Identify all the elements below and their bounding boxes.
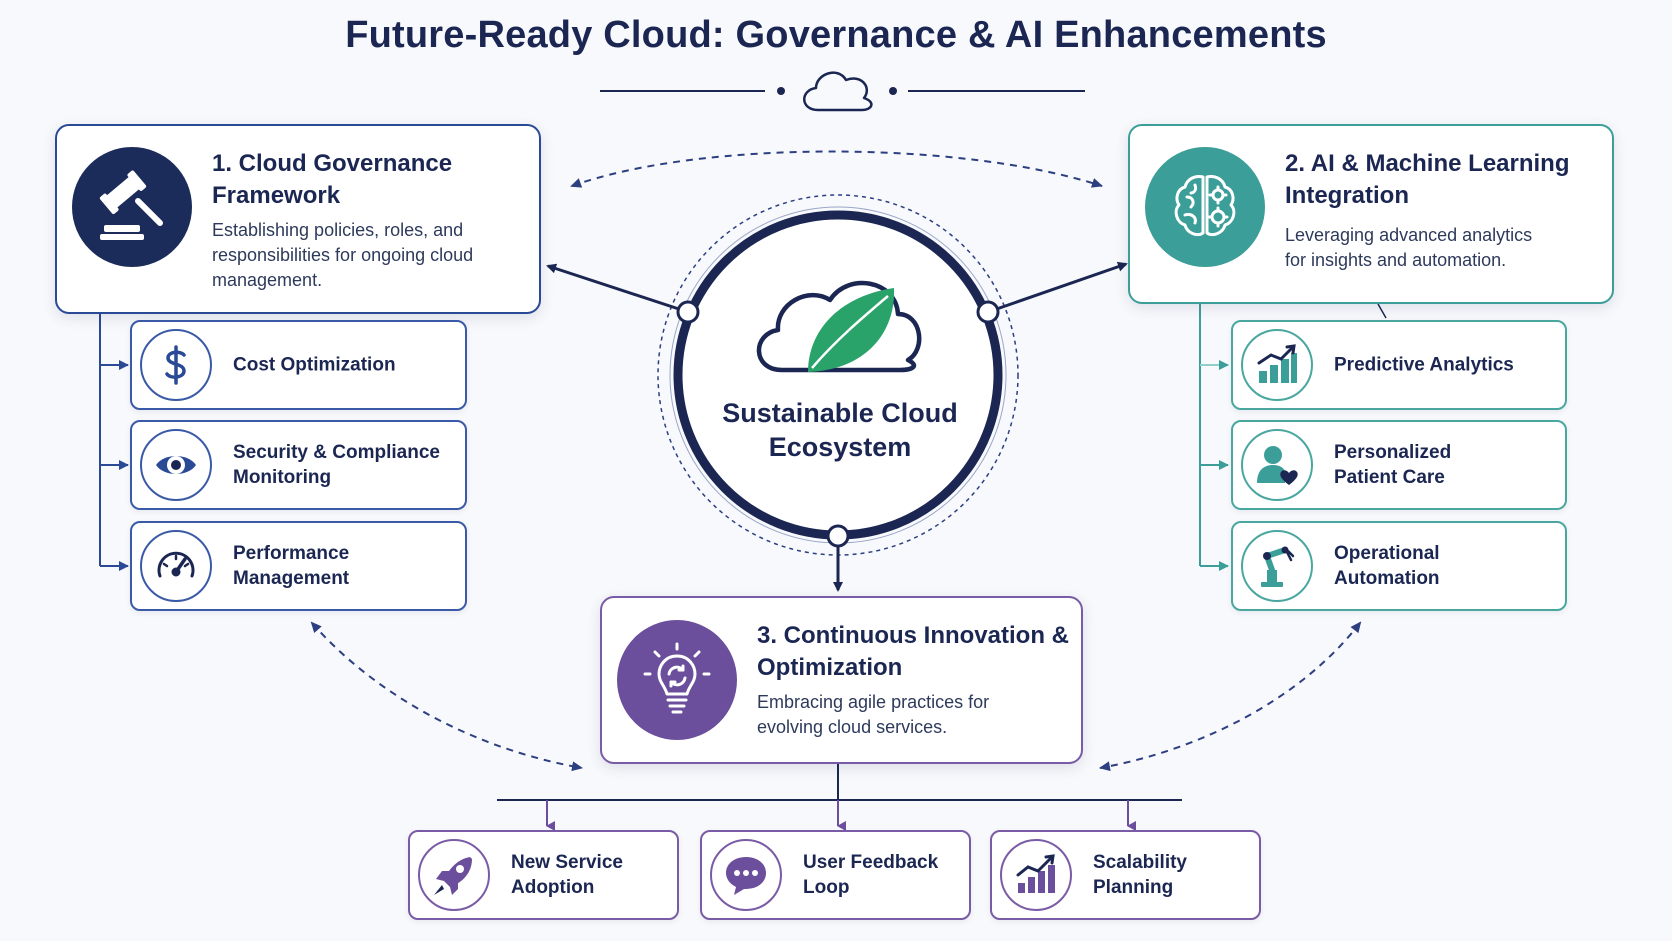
center-node-bottom xyxy=(826,524,850,548)
brain-gears-icon xyxy=(1145,147,1265,267)
center-node-right xyxy=(976,300,1000,324)
growth-chart-icon xyxy=(1000,839,1072,911)
center-cloud-leaf-icon xyxy=(756,280,922,373)
user-feedback-loop-card[interactable]: User Feedback Loop xyxy=(700,830,971,920)
operational-automation-card[interactable]: Operational Automation xyxy=(1231,521,1567,611)
gavel-icon xyxy=(72,147,192,267)
gov-ai-dashed-arrow xyxy=(570,150,1103,188)
gov-inno-dashed-arrow xyxy=(310,621,583,772)
user-feedback-loop-label: User Feedback Loop xyxy=(803,852,939,898)
ai-card: 2. AI & Machine Learning Integration Lev… xyxy=(1128,124,1614,304)
center-ring xyxy=(657,194,1019,556)
performance-management-label: Performance Management xyxy=(233,543,350,589)
personalized-patient-care-card[interactable]: Personalized Patient Care xyxy=(1231,420,1567,510)
governance-card: 1. Cloud Governance Framework Establishi… xyxy=(55,124,541,314)
center-node-left xyxy=(676,300,700,324)
lightbulb-icon xyxy=(617,620,737,740)
rocket-icon xyxy=(418,839,490,911)
security-compliance-card[interactable]: Security & Compliance Monitoring xyxy=(130,420,467,510)
page-title: Future-Ready Cloud: Governance & AI Enha… xyxy=(345,14,1327,56)
center-to-ai-arrow xyxy=(986,261,1128,315)
ai-title: 2. AI & Machine Learning Integration xyxy=(1285,150,1570,209)
cost-optimization-label: Cost Optimization xyxy=(233,354,396,376)
scalability-planning-label: Scalability Planning xyxy=(1093,852,1187,898)
gov-tree-connector xyxy=(99,310,129,571)
robot-arm-icon xyxy=(1241,530,1313,602)
chat-bubble-icon xyxy=(710,839,782,911)
innovation-card: 3. Continuous Innovation & Optimization … xyxy=(600,596,1083,764)
governance-description: Establishing policies, roles, and respon… xyxy=(212,220,474,290)
innovation-title: 3. Continuous Innovation & Optimization xyxy=(757,622,1069,681)
title-divider xyxy=(600,71,1085,112)
eye-icon xyxy=(140,429,212,501)
new-service-adoption-label: New Service Adoption xyxy=(511,852,623,898)
operational-automation-label: Operational Automation xyxy=(1334,543,1440,589)
performance-management-card[interactable]: Performance Management xyxy=(130,521,467,611)
dollar-icon xyxy=(140,329,212,401)
innovation-description: Embracing agile practices for evolving c… xyxy=(757,692,990,737)
predictive-analytics-card[interactable]: Predictive Analytics xyxy=(1231,320,1567,410)
center-label: Sustainable Cloud Ecosystem xyxy=(722,398,958,462)
inno-tree-connector xyxy=(497,764,1182,831)
scalability-planning-card[interactable]: Scalability Planning xyxy=(990,830,1261,920)
ai-description: Leveraging advanced analytics for insigh… xyxy=(1285,225,1533,270)
speedometer-icon xyxy=(140,530,212,602)
predictive-analytics-label: Predictive Analytics xyxy=(1334,354,1514,376)
ai-inno-dashed-arrow xyxy=(1099,621,1362,772)
governance-title: 1. Cloud Governance Framework xyxy=(212,150,453,209)
new-service-adoption-card[interactable]: New Service Adoption xyxy=(408,830,679,920)
title-cloud-icon xyxy=(803,71,873,112)
cost-optimization-card[interactable]: Cost Optimization xyxy=(130,320,467,410)
person-heart-icon xyxy=(1241,429,1313,501)
bar-chart-icon xyxy=(1241,329,1313,401)
center-to-gov-arrow xyxy=(546,263,690,315)
security-compliance-label: Security & Compliance Monitoring xyxy=(233,442,440,488)
personalized-patient-care-label: Personalized Patient Care xyxy=(1334,442,1452,488)
